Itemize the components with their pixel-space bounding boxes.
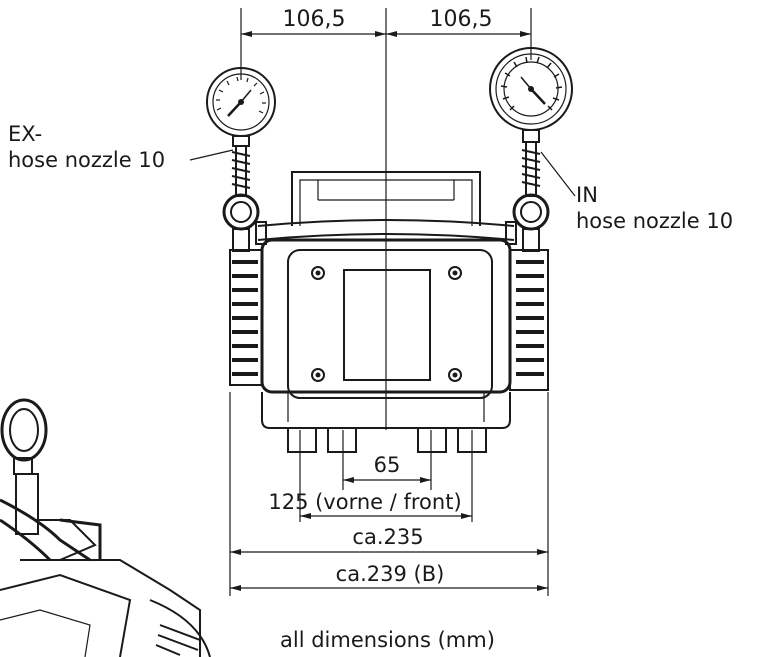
inlet-label-line2: hose nozzle 10 xyxy=(576,209,733,233)
bottom-dimension-group: 65 125 (vorne / front) ca.235 ca.239 (B) xyxy=(229,392,549,596)
carry-handle xyxy=(291,171,481,226)
outlet-label-line2: hose nozzle 10 xyxy=(8,148,165,172)
connecting-tube xyxy=(255,219,517,245)
outlet-callout: EX- hose nozzle 10 xyxy=(8,122,234,172)
top-dimension-group: 106,5 106,5 xyxy=(240,7,532,430)
dim-top-right: 106,5 xyxy=(430,7,493,32)
inlet-callout: IN hose nozzle 10 xyxy=(540,151,733,233)
inlet-label-line1: IN xyxy=(576,183,598,207)
dim-overall-width: ca.239 (B) xyxy=(336,562,445,586)
pump-housing xyxy=(229,238,549,453)
perspective-view-inset xyxy=(0,398,211,657)
units-note: all dimensions (mm) xyxy=(280,628,495,652)
right-pressure-gauge xyxy=(489,47,573,252)
dim-feet-front: 125 (vorne / front) xyxy=(268,490,461,514)
dim-feet-inner: 65 xyxy=(374,453,401,477)
left-pressure-gauge xyxy=(206,67,276,252)
outlet-label-line1: EX- xyxy=(8,122,42,146)
dim-overall-housing: ca.235 xyxy=(352,525,423,549)
dim-top-left: 106,5 xyxy=(283,7,346,32)
